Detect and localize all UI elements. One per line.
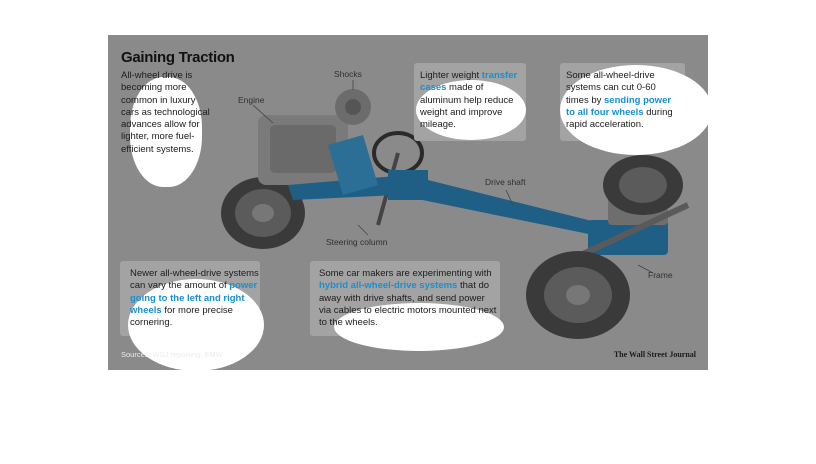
callout-highlight: hybrid all-wheel-drive systems (319, 280, 458, 292)
publisher-credit: The Wall Street Journal (613, 350, 696, 359)
chassis-illustration (221, 80, 690, 339)
callout-highlight: power going to the left and right wheels (130, 280, 258, 316)
highlight-mark (334, 303, 504, 351)
source-note: Sources: WSJ reporting; BMW (121, 350, 223, 359)
rear-right-wheel (603, 155, 683, 215)
callout-lighter-weight: Lighter weight transfer cases made of al… (420, 70, 522, 131)
highlight-mark (130, 77, 202, 187)
highlight-mark (560, 65, 708, 155)
callout-acceleration: Some all-wheel-drive systems can cut 0-6… (566, 70, 681, 131)
callout-hybrid-systems: Some car makers are experimenting with h… (319, 268, 497, 329)
label-shocks: Shocks (334, 69, 362, 79)
highlight-mark (416, 80, 526, 140)
callout-text: made of aluminum help reduce weight and … (420, 82, 514, 131)
callout-text: Lighter weight (420, 70, 482, 81)
label-drive-shaft: Drive shaft (485, 177, 526, 187)
label-steering-column: Steering column (326, 237, 388, 247)
callout-text: for more precise cornering. (130, 304, 233, 329)
highlight-mark (128, 279, 264, 370)
intro-text: All-wheel drive is becoming more common … (121, 70, 210, 155)
drive-shaft (288, 135, 628, 240)
callout-text: during rapid acceleration. (566, 106, 673, 131)
infographic-panel: Gaining Traction All-wheel drive is beco… (108, 35, 708, 370)
callout-torque-vectoring: Newer all-wheel-drive systems can vary t… (130, 268, 260, 329)
callout-text: Some all-wheel-drive systems can cut 0-6… (566, 70, 656, 106)
front-left-wheel (221, 177, 305, 249)
label-engine: Engine (238, 95, 265, 105)
callout-highlight: sending power to all four wheels (566, 94, 672, 118)
rear-left-wheel (526, 251, 630, 339)
callout-text: Newer all-wheel-drive systems can vary t… (130, 268, 259, 292)
callout-highlight: transfer cases (420, 70, 518, 94)
callout-text: Some car makers are experimenting with (319, 268, 492, 279)
label-frame: Frame (648, 270, 673, 280)
engine-block (258, 89, 371, 185)
page-title: Gaining Traction (121, 49, 235, 66)
callout-text: that do away with drive shafts, and send… (319, 280, 497, 329)
